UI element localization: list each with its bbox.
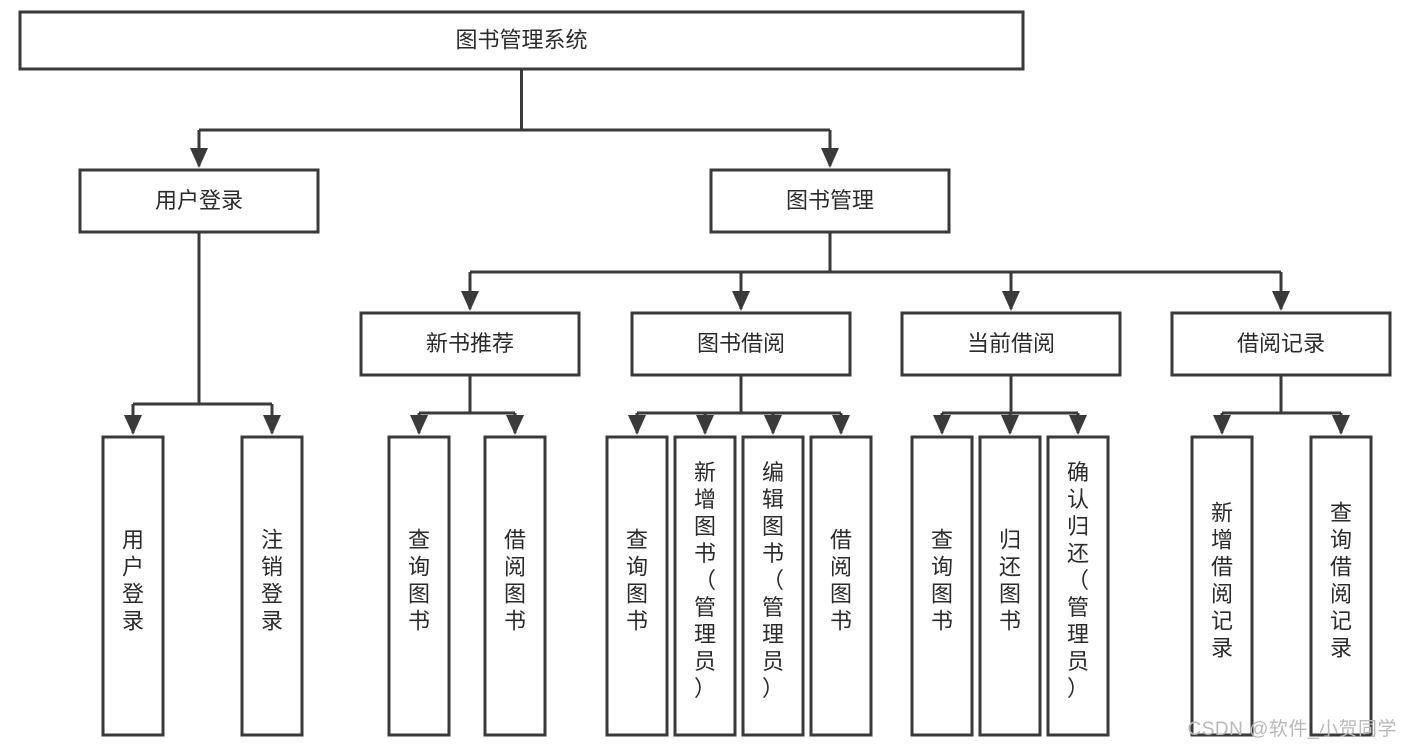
- node-leaf-confirm-return-box[interactable]: [1046, 435, 1110, 737]
- arrow-head-icon: [933, 415, 951, 435]
- node-user-login[interactable]: 用户登录: [78, 168, 320, 234]
- node-leaf-user-login-label: 用户登录: [122, 528, 144, 634]
- arrow-head-icon: [263, 415, 281, 435]
- node-borrow-record[interactable]: 借阅记录: [1170, 311, 1392, 377]
- node-book-borrow[interactable]: 图书借阅: [630, 311, 852, 377]
- node-current-borrow-box[interactable]: [900, 311, 1122, 377]
- node-leaf-edit-book-box[interactable]: [741, 435, 805, 737]
- node-leaf-borrow-book-1-label: 借阅图书: [504, 528, 526, 634]
- arrow-head-icon: [1002, 291, 1020, 311]
- arrow-head-icon: [1069, 415, 1087, 435]
- node-leaf-query-book-2-label: 查询图书: [626, 528, 648, 634]
- arrow-head-icon: [1332, 415, 1350, 435]
- arrow-head-icon: [506, 415, 524, 435]
- node-root-label: 图书管理系统: [455, 27, 587, 52]
- node-leaf-borrow-book-2-label: 借阅图书: [830, 528, 852, 634]
- node-leaf-borrow-book-2-box[interactable]: [809, 435, 873, 737]
- arrow-head-icon: [124, 415, 142, 435]
- node-leaf-return-book-label: 归还图书: [999, 528, 1021, 634]
- node-leaf-add-book[interactable]: 新增图书（管理员）: [673, 435, 737, 737]
- arrow-head-icon: [410, 415, 428, 435]
- node-leaf-query-book-3-label: 查询图书: [931, 528, 953, 634]
- node-book-borrow-box[interactable]: [630, 311, 852, 377]
- node-user-login-box[interactable]: [78, 168, 320, 234]
- node-root[interactable]: 图书管理系统: [18, 10, 1025, 71]
- node-book-borrow-label: 图书借阅: [697, 331, 785, 356]
- node-current-borrow[interactable]: 当前借阅: [900, 311, 1122, 377]
- node-leaf-user-logout-box[interactable]: [240, 435, 304, 737]
- node-leaf-add-book-box[interactable]: [673, 435, 737, 737]
- node-leaf-return-book-box[interactable]: [978, 435, 1042, 737]
- node-leaf-query-book-3[interactable]: 查询图书: [910, 435, 974, 737]
- arrow-head-icon: [764, 415, 782, 435]
- node-leaf-query-book-2-box[interactable]: [605, 435, 669, 737]
- node-borrow-record-box[interactable]: [1170, 311, 1392, 377]
- node-new-book-rec[interactable]: 新书推荐: [359, 311, 581, 377]
- arrow-head-icon: [821, 148, 839, 168]
- node-new-book-rec-label: 新书推荐: [426, 331, 514, 356]
- node-book-manage-box[interactable]: [709, 168, 951, 234]
- node-leaf-query-book-2[interactable]: 查询图书: [605, 435, 669, 737]
- node-leaf-add-book-label: 新增图书（管理员）: [694, 460, 716, 701]
- arrow-head-icon: [461, 291, 479, 311]
- node-leaf-query-book-3-box[interactable]: [910, 435, 974, 737]
- node-leaf-confirm-return-label: 确认归还（管理员）: [1067, 460, 1089, 701]
- node-leaf-query-record[interactable]: 查询借阅记录: [1309, 435, 1373, 737]
- node-leaf-borrow-book-1[interactable]: 借阅图书: [483, 435, 547, 737]
- watermark-text: CSDN @软件_小贺同学: [1187, 719, 1397, 740]
- node-leaf-query-book-1-box[interactable]: [387, 435, 451, 737]
- nodes-layer: 图书管理系统用户登录图书管理新书推荐图书借阅当前借阅借阅记录用户登录注销登录查询…: [18, 10, 1392, 737]
- node-leaf-query-book-1-label: 查询图书: [408, 528, 430, 634]
- node-leaf-edit-book[interactable]: 编辑图书（管理员）: [741, 435, 805, 737]
- node-leaf-return-book[interactable]: 归还图书: [978, 435, 1042, 737]
- arrow-head-icon: [832, 415, 850, 435]
- arrow-head-icon: [732, 291, 750, 311]
- node-root-box[interactable]: [18, 10, 1025, 71]
- node-leaf-user-logout[interactable]: 注销登录: [240, 435, 304, 737]
- node-leaf-borrow-book-1-box[interactable]: [483, 435, 547, 737]
- node-leaf-confirm-return[interactable]: 确认归还（管理员）: [1046, 435, 1110, 737]
- node-new-book-rec-box[interactable]: [359, 311, 581, 377]
- node-borrow-record-label: 借阅记录: [1237, 331, 1325, 356]
- node-leaf-user-login-box[interactable]: [101, 435, 165, 737]
- node-leaf-add-record[interactable]: 新增借阅记录: [1190, 435, 1254, 737]
- node-leaf-add-record-label: 新增借阅记录: [1211, 501, 1233, 661]
- node-leaf-edit-book-label: 编辑图书（管理员）: [762, 460, 784, 701]
- node-leaf-query-record-box[interactable]: [1309, 435, 1373, 737]
- arrow-head-icon: [628, 415, 646, 435]
- node-leaf-query-book-1[interactable]: 查询图书: [387, 435, 451, 737]
- node-leaf-add-record-box[interactable]: [1190, 435, 1254, 737]
- arrow-head-icon: [1213, 415, 1231, 435]
- node-book-manage[interactable]: 图书管理: [709, 168, 951, 234]
- node-leaf-user-login[interactable]: 用户登录: [101, 435, 165, 737]
- arrow-head-icon: [696, 415, 714, 435]
- arrow-head-icon: [190, 148, 208, 168]
- node-book-manage-label: 图书管理: [786, 188, 874, 213]
- connectors-layer: [124, 69, 1350, 435]
- node-leaf-borrow-book-2[interactable]: 借阅图书: [809, 435, 873, 737]
- arrow-head-icon: [1272, 291, 1290, 311]
- node-leaf-query-record-label: 查询借阅记录: [1330, 501, 1352, 661]
- node-leaf-user-logout-label: 注销登录: [261, 528, 283, 634]
- node-user-login-label: 用户登录: [155, 188, 243, 213]
- arrow-head-icon: [1001, 415, 1019, 435]
- node-current-borrow-label: 当前借阅: [967, 331, 1055, 356]
